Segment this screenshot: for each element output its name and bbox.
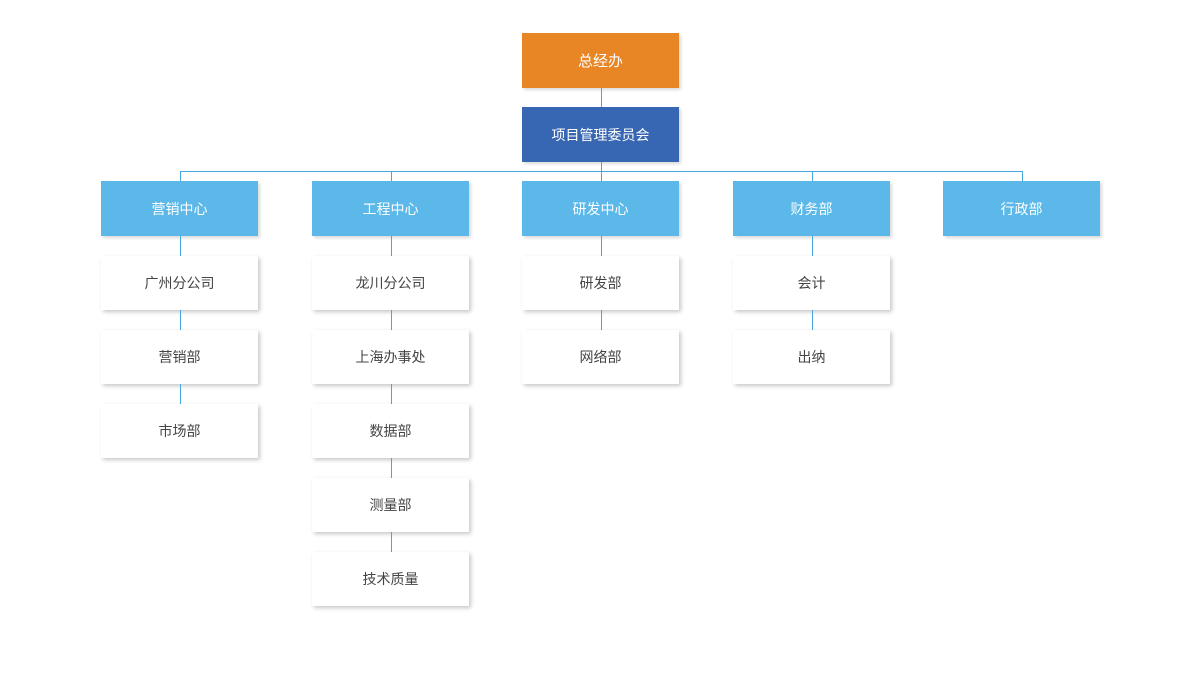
sub-unit-label: 数据部 [369,424,412,440]
connector-bus-dept-4 [1022,171,1023,181]
sub-unit-label: 研发部 [579,276,622,292]
connector-committee-bus [601,162,602,171]
department-label: 财务部 [790,201,833,218]
department-node-3: 财务部 [733,181,890,236]
sub-unit-node: 技术质量 [312,552,469,606]
connector-3-0 [812,236,813,256]
sub-unit-label: 龙川分公司 [355,276,426,292]
sub-unit-label: 技术质量 [362,572,419,588]
connector-bus-dept-3 [812,171,813,181]
sub-unit-node: 出纳 [733,330,890,384]
connector-bus-dept-1 [391,171,392,181]
department-label: 营销中心 [151,201,208,218]
sub-unit-label: 广州分公司 [144,276,215,292]
connector-1-4 [391,532,392,552]
department-node-0: 营销中心 [101,181,258,236]
sub-unit-label: 测量部 [369,498,412,514]
sub-unit-node: 研发部 [522,256,679,310]
connector-1-0 [391,236,392,256]
department-node-4: 行政部 [943,181,1100,236]
sub-unit-label: 网络部 [579,350,622,366]
sub-unit-label: 出纳 [797,350,826,366]
connector-0-2 [180,384,181,404]
general-office-label: 总经办 [577,52,623,70]
connector-0-0 [180,236,181,256]
sub-unit-node: 上海办事处 [312,330,469,384]
sub-unit-node: 营销部 [101,330,258,384]
sub-unit-node: 市场部 [101,404,258,458]
connector-bus-dept-0 [180,171,181,181]
sub-unit-label: 上海办事处 [355,350,426,366]
department-label: 行政部 [1000,201,1043,218]
sub-unit-node: 会计 [733,256,890,310]
connector-0-1 [180,310,181,330]
sub-unit-node: 测量部 [312,478,469,532]
project-committee-node: 项目管理委员会 [522,107,679,162]
general-office-node: 总经办 [522,33,679,88]
department-node-2: 研发中心 [522,181,679,236]
connector-1-3 [391,458,392,478]
sub-unit-label: 营销部 [158,350,201,366]
sub-unit-node: 广州分公司 [101,256,258,310]
sub-unit-node: 龙川分公司 [312,256,469,310]
department-label: 研发中心 [572,201,629,218]
sub-unit-label: 市场部 [158,424,201,440]
department-label: 工程中心 [362,201,419,218]
connector-1-2 [391,384,392,404]
connector-2-0 [601,236,602,256]
sub-unit-node: 数据部 [312,404,469,458]
connector-1-1 [391,310,392,330]
connector-3-1 [812,310,813,330]
sub-unit-node: 网络部 [522,330,679,384]
connector-2-1 [601,310,602,330]
connector-top-committee [601,88,602,107]
connector-bus-dept-2 [601,171,602,181]
sub-unit-label: 会计 [797,276,826,292]
department-node-1: 工程中心 [312,181,469,236]
project-committee-label: 项目管理委员会 [551,127,650,144]
